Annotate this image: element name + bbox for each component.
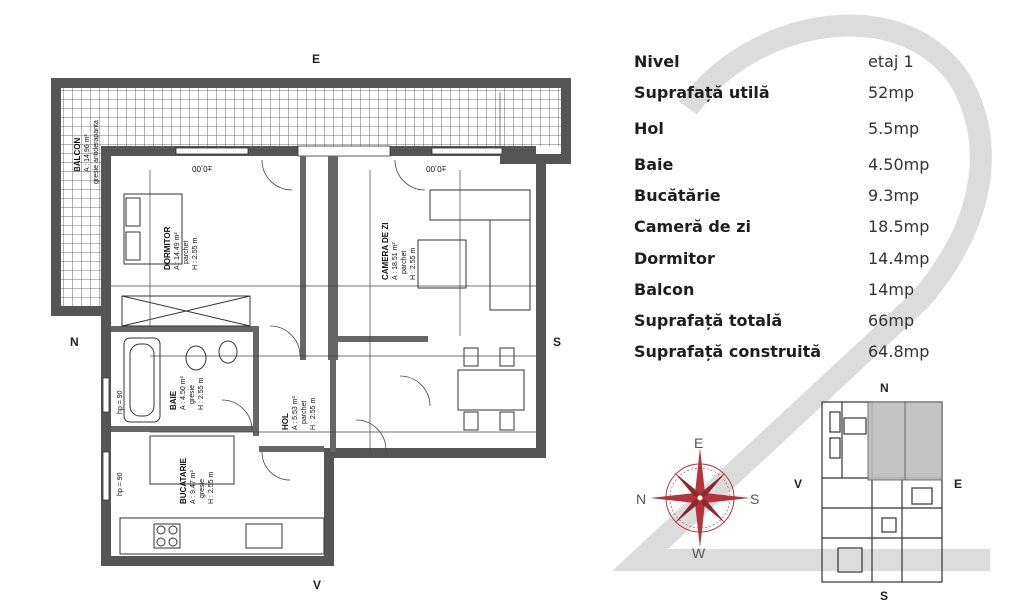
spec-value: 18.5mp xyxy=(868,217,930,236)
spec-row-suprafata-utila: Suprafață utilă 52mp xyxy=(634,83,974,107)
spec-row-baie: Baie 4.50mp xyxy=(634,155,974,179)
direction-west: V xyxy=(313,578,322,592)
floor-plan: BALCON A : 14.96 m² gresie antiderapanta… xyxy=(51,78,571,566)
spec-label: Dormitor xyxy=(634,249,715,268)
window-sill-mark: hp = 90 xyxy=(117,390,124,414)
room-label-hol: HOL A : 5.53 m² parchet H : 2.55 m xyxy=(281,395,317,430)
key-plan-v: V xyxy=(794,477,802,491)
spec-label: Suprafață totală xyxy=(634,311,783,330)
direction-south: S xyxy=(553,335,562,349)
level-mark-right: ±0,00 xyxy=(425,164,446,173)
room-name: BUCATARIE xyxy=(179,457,188,504)
window-sill-mark: hp = 90 xyxy=(117,472,124,496)
compass-w: W xyxy=(692,545,706,561)
room-floor: gresie antiderapanta xyxy=(93,120,100,184)
spec-label: Bucătărie xyxy=(634,186,721,205)
spec-row-suprafata-construita: Suprafață construită 64.8mp xyxy=(634,342,974,366)
key-plan-s: S xyxy=(880,589,888,603)
key-plan-e: E xyxy=(954,477,962,491)
room-label-dormitor: DORMITOR A : 14.49 m² parchet H : 2.55 m xyxy=(163,226,199,270)
room-height: H : 2.55 m xyxy=(192,238,199,270)
room-floor: parchet xyxy=(183,241,190,264)
bed xyxy=(123,193,183,265)
dining-table xyxy=(457,347,525,431)
toilet-and-sink xyxy=(185,340,238,371)
spec-value: 52mp xyxy=(868,83,915,102)
spec-value: 64.8mp xyxy=(868,342,930,361)
spec-value: 14mp xyxy=(868,280,915,299)
spec-label: Nivel xyxy=(634,52,680,71)
room-name: CAMERA DE ZI xyxy=(381,223,390,280)
room-area: A : 5.53 m² xyxy=(292,395,299,430)
spec-row-camera-de-zi: Cameră de zi 18.5mp xyxy=(634,217,974,241)
direction-north: N xyxy=(70,335,79,349)
wardrobe xyxy=(121,295,251,327)
spec-label: Suprafață construită xyxy=(634,342,822,361)
room-area: A : 14.96 m² xyxy=(84,134,91,172)
spec-value: 5.5mp xyxy=(868,119,920,138)
windows xyxy=(102,145,503,501)
spec-value: etaj 1 xyxy=(868,52,914,71)
room-name: BAIE xyxy=(169,390,178,410)
room-label-camera: CAMERA DE ZI A : 18.51 m² parchet H : 2.… xyxy=(381,223,417,280)
interior-walls xyxy=(111,156,428,452)
room-height: H : 2.55 m xyxy=(410,248,417,280)
room-name: HOL xyxy=(281,413,290,430)
key-plan-n: N xyxy=(880,381,889,395)
room-area: A : 9.47 m² xyxy=(190,469,197,504)
bathtub xyxy=(123,337,161,423)
spec-value: 66mp xyxy=(868,311,915,330)
kitchen-counter xyxy=(119,435,325,555)
room-floor: parchet xyxy=(301,401,308,424)
room-area: A : 4.50 m² xyxy=(180,375,187,410)
spec-row-hol: Hol 5.5mp xyxy=(634,119,974,143)
balcony-walls xyxy=(51,78,571,316)
room-area: A : 18.51 m² xyxy=(392,242,399,280)
room-height: H : 2.55 m xyxy=(208,472,215,504)
spec-row-dormitor: Dormitor 14.4mp xyxy=(634,249,974,273)
room-name: BALCON xyxy=(73,138,82,172)
room-floor: parchet xyxy=(401,251,408,274)
key-plan: N S V E xyxy=(794,381,962,603)
spec-value: 4.50mp xyxy=(868,155,930,174)
spec-value: 14.4mp xyxy=(868,249,930,268)
room-floor: gresie xyxy=(199,479,206,498)
room-label-baie: BAIE A : 4.50 m² gresie H : 2.55 m xyxy=(169,375,205,410)
spec-label: Cameră de zi xyxy=(634,217,751,236)
room-label-bucatarie: BUCATARIE A : 9.47 m² gresie H : 2.55 m xyxy=(179,457,215,504)
spec-label: Hol xyxy=(634,119,664,138)
spec-label: Baie xyxy=(634,155,674,174)
room-height: H : 2.55 m xyxy=(198,378,205,410)
compass-e: E xyxy=(694,435,703,451)
room-name: DORMITOR xyxy=(163,226,172,270)
spec-label: Balcon xyxy=(634,280,695,299)
spec-label: Suprafață utilă xyxy=(634,83,770,102)
compass-rose: E W N S xyxy=(636,435,759,561)
sofa xyxy=(417,189,531,311)
unit-number-watermark xyxy=(611,14,992,571)
room-floor: gresie xyxy=(189,385,196,404)
balcony-floor xyxy=(61,88,561,306)
compass-n: N xyxy=(636,491,646,507)
spec-row-nivel: Nivel etaj 1 xyxy=(634,52,974,76)
level-mark-left: ±0,00 xyxy=(191,164,212,173)
room-label-balcon: BALCON A : 14.96 m² gresie antiderapanta xyxy=(73,120,100,184)
spec-row-suprafata-totala: Suprafață totală 66mp xyxy=(634,311,974,335)
spec-value: 9.3mp xyxy=(868,186,920,205)
spec-row-balcon: Balcon 14mp xyxy=(634,280,974,304)
compass-s: S xyxy=(750,491,759,507)
direction-east: E xyxy=(312,52,321,66)
spec-row-bucatarie: Bucătărie 9.3mp xyxy=(634,186,974,210)
room-height: H : 2.55 m xyxy=(310,398,317,430)
doors xyxy=(221,159,431,481)
dimension-lines xyxy=(111,92,536,450)
room-area: A : 14.49 m² xyxy=(174,232,181,270)
